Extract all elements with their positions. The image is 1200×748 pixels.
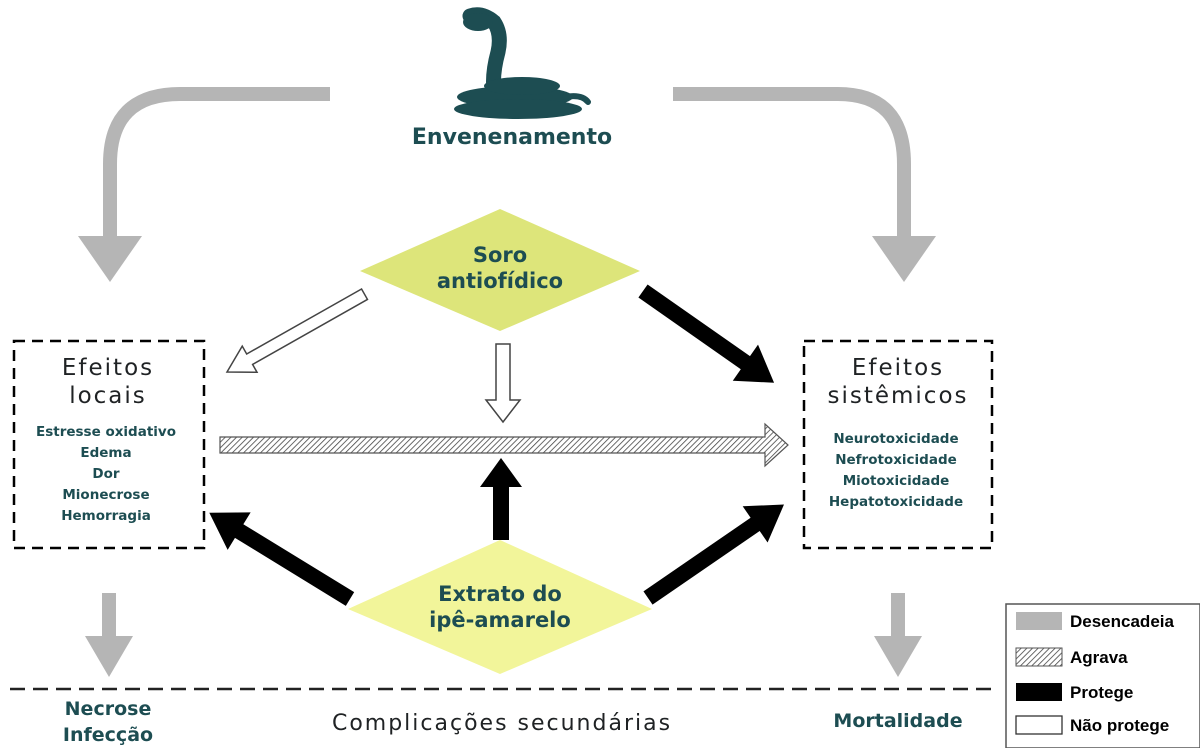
systemic-effects-box: Efeitos sistêmicos Neurotoxicidade Nefro…	[802, 339, 994, 550]
legend-swatch-black	[1016, 683, 1062, 701]
local-effect-item: Dor	[92, 466, 119, 482]
systemic-effect-item: Neurotoxicidade	[833, 431, 958, 447]
extract-protects-arrow-center	[480, 458, 522, 540]
envenomation-label: Envenenamento	[412, 125, 612, 150]
serum-label-line2: antiofídico	[437, 269, 563, 293]
antivenom-serum-node: Soro antiofídico	[360, 209, 640, 331]
local-effects-title-line2: locais	[69, 383, 147, 409]
extract-protects-arrow-systemic	[643, 504, 784, 605]
legend-label-no-protect: Não protege	[1070, 716, 1169, 735]
legend-swatch-white	[1015, 715, 1063, 735]
ipe-extract-node: Extrato do ipê-amarelo	[348, 540, 652, 674]
extract-label-line2: ipê-amarelo	[429, 608, 571, 632]
serum-no-protect-arrow-center	[484, 343, 522, 424]
extract-label-line1: Extrato do	[438, 582, 562, 606]
serum-label-line1: Soro	[473, 243, 527, 267]
legend-label-aggravates: Agrava	[1070, 648, 1128, 667]
local-effect-item: Estresse oxidativo	[36, 424, 176, 440]
systemic-effect-item: Nefrotoxicidade	[835, 452, 957, 468]
local-effects-title-line1: Efeitos	[62, 355, 154, 381]
necrosis-label: Necrose	[65, 698, 152, 720]
secondary-complications-label: Complicações secundárias	[332, 711, 672, 736]
legend-label-triggers: Desencadeia	[1070, 612, 1174, 631]
legend-border	[1005, 603, 1200, 748]
serum-protects-arrow-systemic	[638, 284, 775, 383]
systemic-effects-title-line1: Efeitos	[852, 355, 944, 381]
legend-swatch-hatched	[1015, 647, 1063, 667]
snake-icon	[454, 7, 591, 119]
legend-swatch-gray	[1016, 612, 1062, 630]
legend: Desencadeia Agrava Protege Não protege	[1005, 603, 1200, 748]
systemic-effect-item: Hepatotoxicidade	[829, 494, 963, 510]
legend-label-protects: Protege	[1070, 683, 1133, 702]
aggravates-arrow	[219, 422, 789, 468]
trigger-arrow-bottom-right	[874, 593, 922, 677]
extract-protects-arrow-local	[209, 512, 355, 606]
local-effect-item: Hemorragia	[61, 508, 151, 524]
infection-label: Infecção	[63, 724, 153, 746]
mortality-label: Mortalidade	[833, 710, 962, 732]
trigger-arrow-bottom-left	[85, 593, 133, 677]
local-effect-item: Edema	[80, 445, 131, 461]
systemic-effects-title-line2: sistêmicos	[827, 383, 968, 409]
serum-no-protect-arrow-local	[225, 287, 369, 374]
local-effect-item: Mionecrose	[62, 487, 149, 503]
trigger-arrow-right	[673, 87, 936, 282]
local-effects-box: Efeitos locais Estresse oxidativo Edema …	[12, 339, 206, 550]
systemic-effect-item: Miotoxicidade	[843, 473, 950, 489]
trigger-arrow-left	[78, 87, 330, 282]
